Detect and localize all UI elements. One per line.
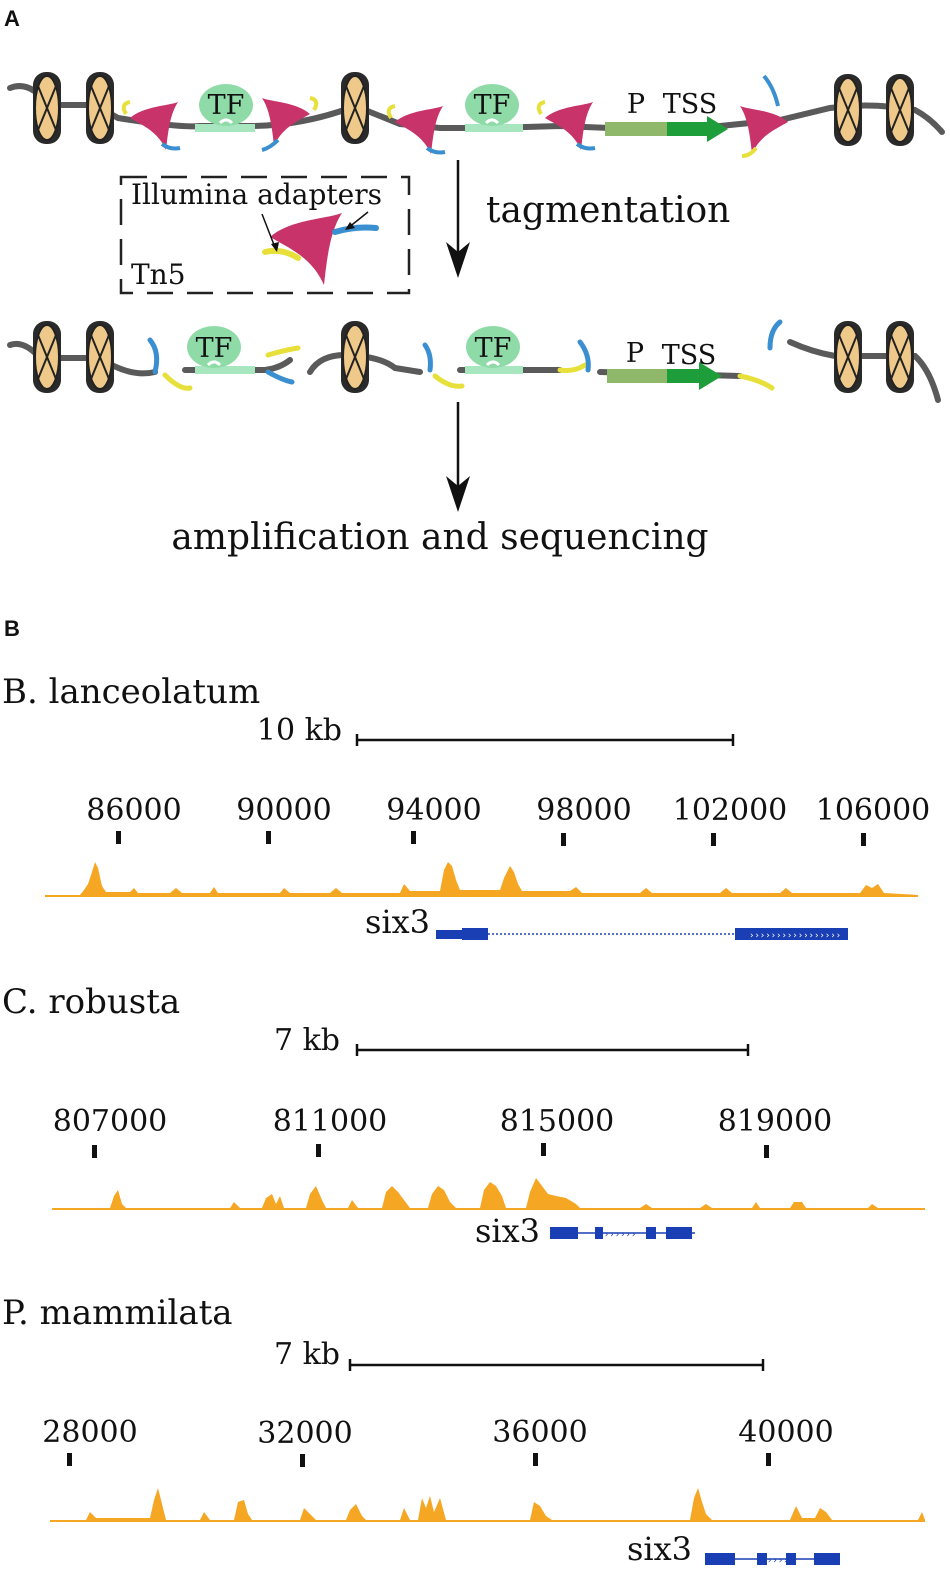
- coordinate-tick-label: 36000: [492, 1415, 587, 1450]
- tss-block: [667, 122, 709, 136]
- species-label: P. mammilata: [2, 1293, 233, 1333]
- accessibility-signal: [50, 1488, 925, 1522]
- coordinate-tick: [92, 1145, 97, 1158]
- tf-label: TF: [208, 90, 245, 121]
- coordinate-tick: [541, 1143, 546, 1156]
- tn5-inset: [119, 175, 411, 295]
- accessibility-signal: [45, 862, 918, 897]
- scale-bar: [355, 734, 735, 746]
- promoter-block: [605, 122, 667, 136]
- scale-bar-label: 7 kb: [274, 1337, 340, 1372]
- track-b-lanceolatum: B. lanceolatum 10 kb 86000 90000 94000 9…: [2, 672, 930, 941]
- svg-text:›››››››››››››››››: ›››››››››››››››››: [749, 931, 841, 941]
- coordinate-tick-label: 106000: [816, 793, 931, 828]
- coordinate-tick-label: 90000: [236, 793, 331, 828]
- gene-label: six3: [475, 1212, 540, 1250]
- panel-a-label: A: [4, 6, 20, 31]
- scale-bar-label: 7 kb: [274, 1023, 340, 1058]
- svg-text:››››››: ››››››: [604, 1230, 637, 1240]
- coordinate-tick: [300, 1454, 305, 1467]
- coordinate-tick-label: 98000: [536, 793, 631, 828]
- coordinate-tick-label: 102000: [673, 793, 788, 828]
- coordinate-tick: [67, 1453, 72, 1466]
- promoter-label: P: [626, 338, 644, 369]
- coordinate-tick-label: 40000: [738, 1415, 833, 1450]
- six3-gene-model: ››››››: [550, 1227, 695, 1240]
- inset-tn5-label: Tn5: [131, 258, 186, 291]
- step-amplification: amplification and sequencing: [171, 517, 708, 558]
- scale-bar-label: 10 kb: [257, 713, 342, 748]
- coordinate-tick-label: 28000: [42, 1415, 137, 1450]
- coordinate-tick: [533, 1453, 538, 1466]
- tss-label: TSS: [663, 89, 718, 120]
- coordinate-tick: [266, 831, 271, 844]
- coordinate-tick: [316, 1144, 321, 1157]
- tagmentation-arrow: [446, 160, 470, 278]
- track-p-mammilata: P. mammilata 7 kb 28000 32000 36000 4000…: [2, 1293, 925, 1568]
- coordinate-tick: [561, 833, 566, 846]
- coordinate-tick-label: 811000: [273, 1104, 388, 1139]
- panel-b-label: B: [4, 616, 20, 641]
- promoter-block: [607, 369, 667, 383]
- coordinate-tick: [116, 831, 121, 844]
- promoter-label: P: [627, 89, 645, 120]
- accessibility-signal: [52, 1178, 925, 1210]
- coordinate-tick-label: 32000: [257, 1416, 352, 1451]
- species-label: C. robusta: [2, 982, 180, 1022]
- tss-label: TSS: [662, 340, 717, 371]
- coordinate-tick: [711, 833, 716, 846]
- tf-label: TF: [474, 90, 511, 121]
- coordinate-tick: [411, 831, 416, 844]
- track-c-robusta: C. robusta 7 kb 807000 811000 815000 819…: [2, 982, 925, 1250]
- chromatin-row-top: [7, 71, 945, 158]
- coordinate-tick-label: 819000: [718, 1104, 833, 1139]
- coordinate-tick: [861, 833, 866, 846]
- scale-bar: [348, 1359, 765, 1371]
- tss-block: [667, 369, 701, 383]
- scale-bar: [355, 1044, 750, 1056]
- coordinate-tick-label: 94000: [386, 793, 481, 828]
- coordinate-tick-label: 86000: [86, 793, 181, 828]
- gene-label: six3: [365, 903, 430, 941]
- six3-gene-model: ›››››››: [705, 1553, 840, 1566]
- tf-label: TF: [475, 333, 512, 364]
- inset-adapters-label: Illumina adapters: [131, 178, 382, 211]
- six3-gene-model: ›››››››››››››››››: [436, 928, 848, 941]
- coordinate-tick: [766, 1453, 771, 1466]
- coordinate-tick: [764, 1145, 769, 1158]
- coordinate-tick-label: 807000: [53, 1104, 168, 1139]
- svg-text:›››››››: ›››››››: [756, 1556, 794, 1566]
- chromatin-row-tagmented: [7, 319, 941, 403]
- species-label: B. lanceolatum: [2, 672, 260, 712]
- tf-label: TF: [196, 333, 233, 364]
- gene-label: six3: [627, 1530, 692, 1568]
- step-tagmentation: tagmentation: [486, 190, 730, 231]
- coordinate-tick-label: 815000: [500, 1104, 615, 1139]
- amplification-arrow: [446, 402, 470, 512]
